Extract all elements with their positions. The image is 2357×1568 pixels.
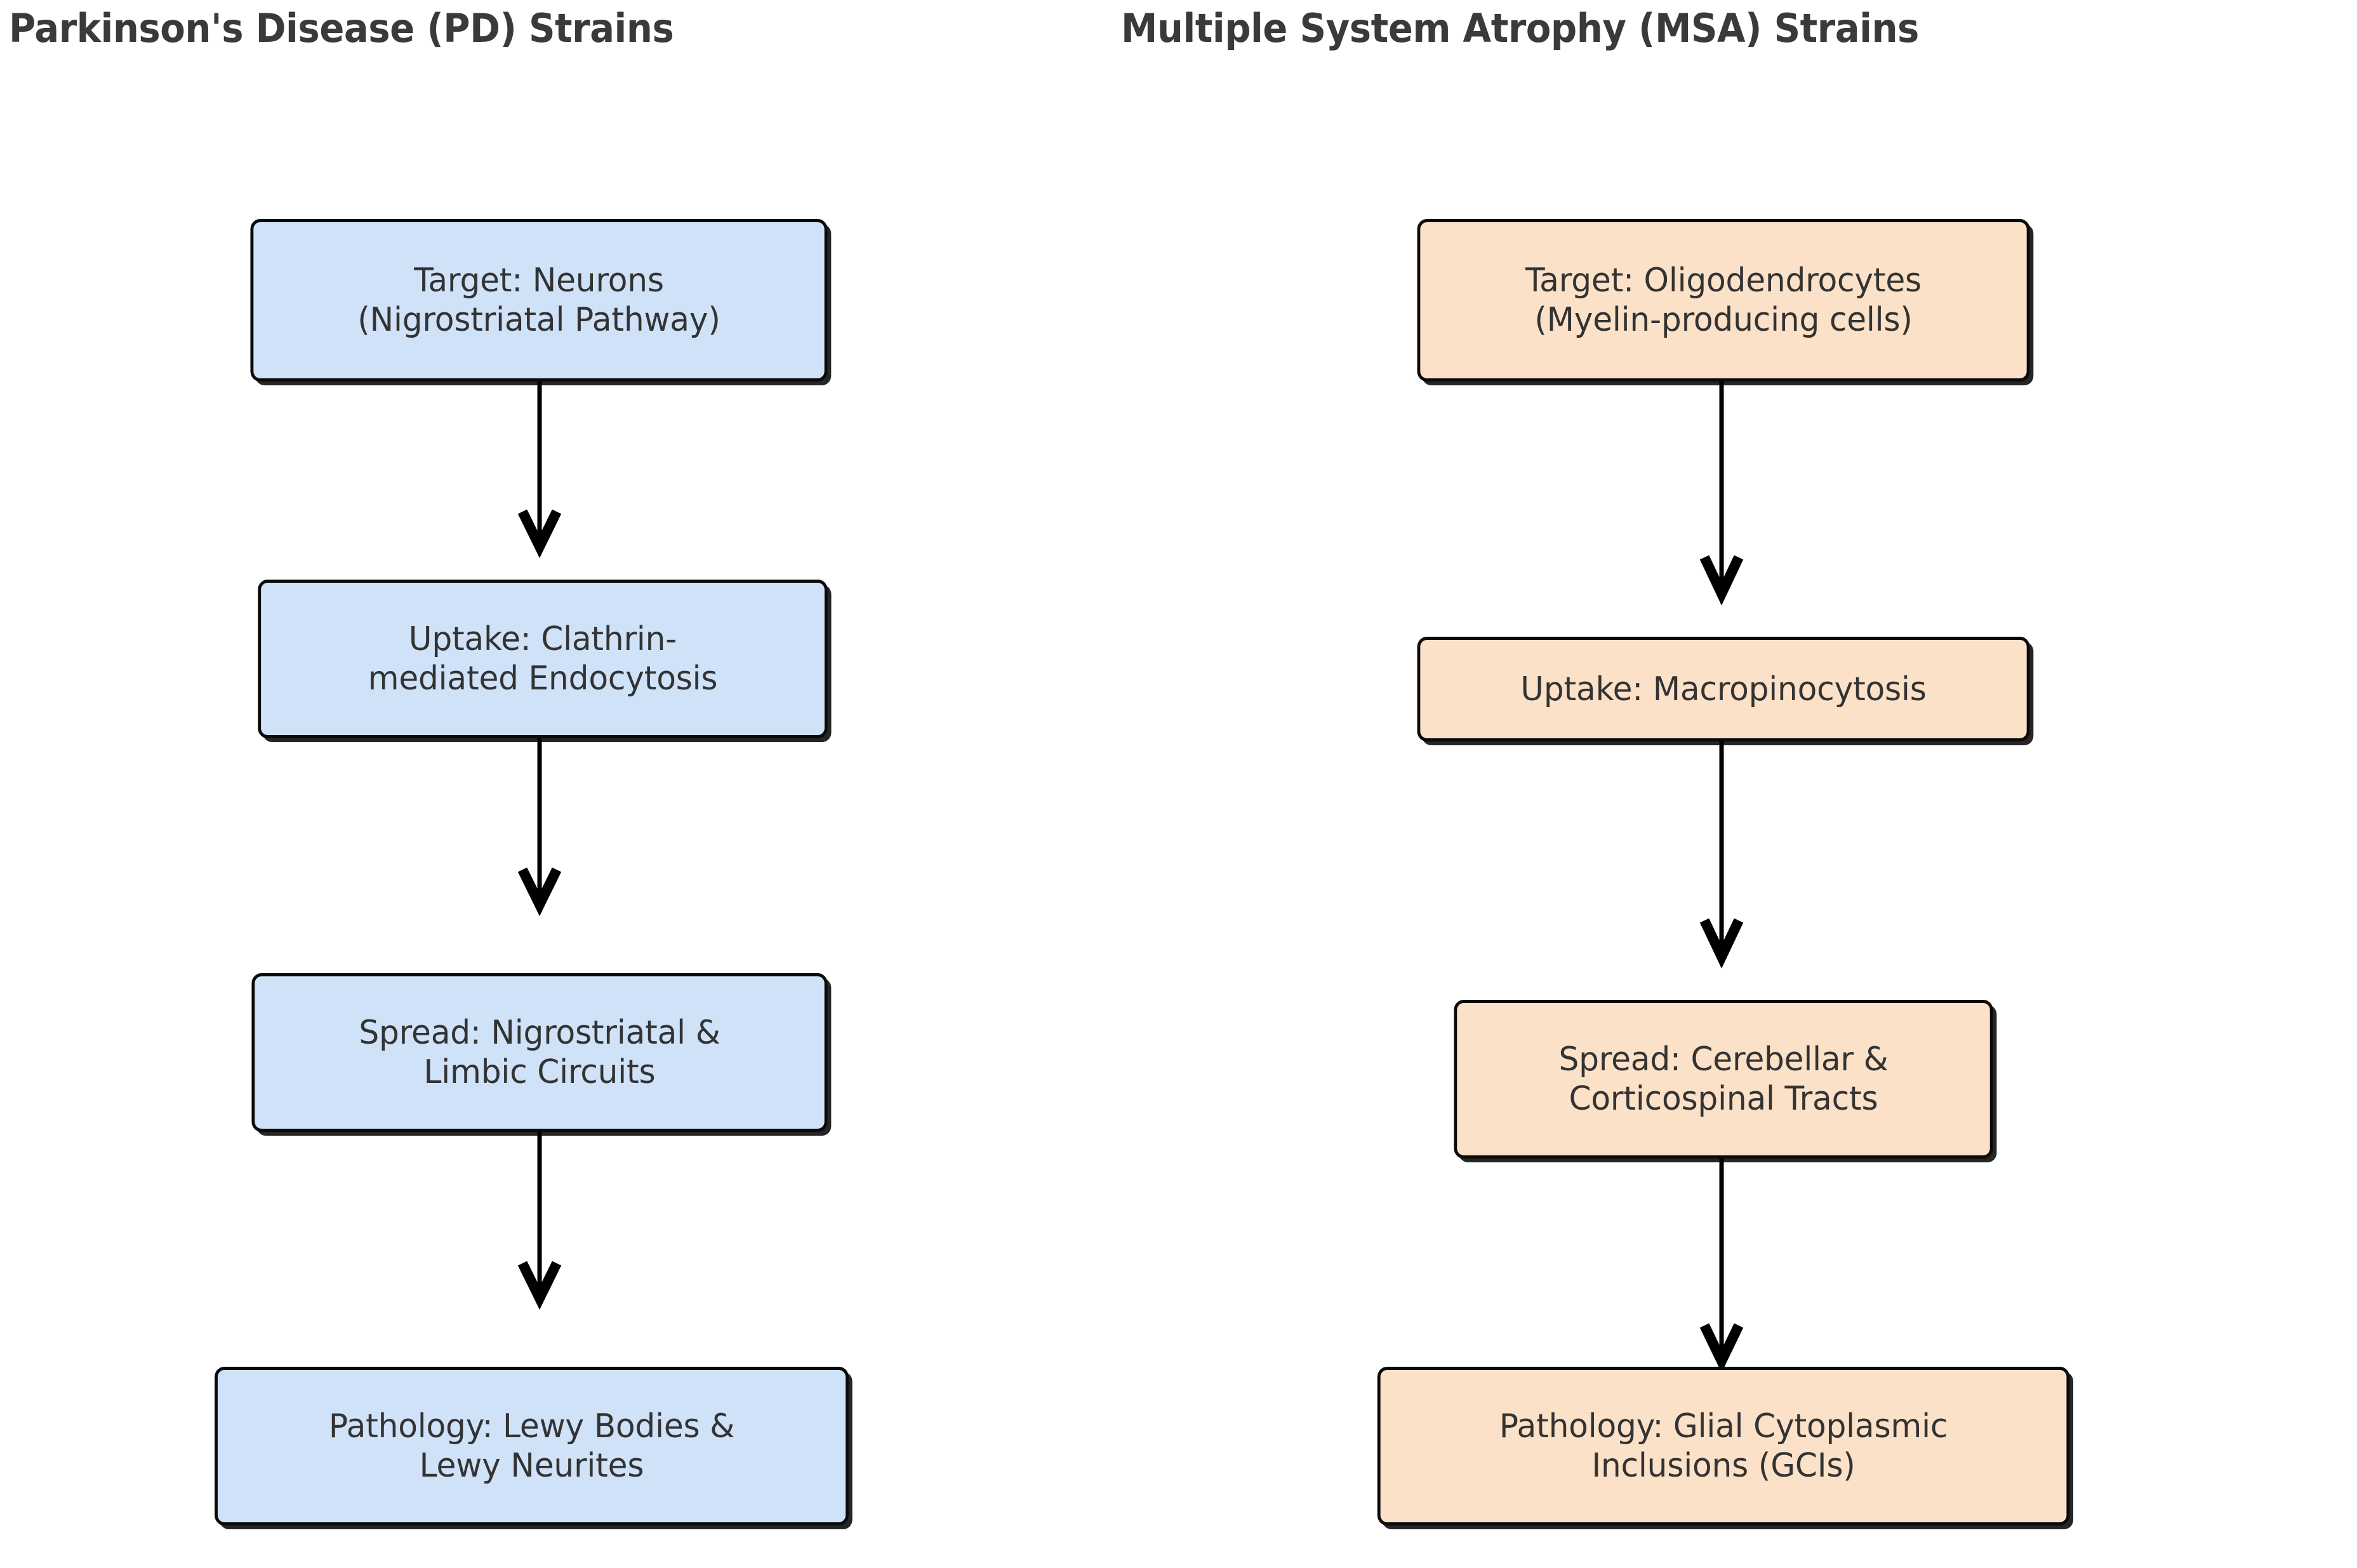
node-line: Inclusions (GCIs)	[1591, 1447, 1856, 1485]
node-line: Target: Neurons	[414, 262, 664, 300]
node-line: Spread: Nigrostriatal &	[359, 1014, 720, 1052]
node-line: mediated Endocytosis	[368, 660, 718, 698]
node-msa-target[interactable]: Target: Oligodendrocytes (Myelin-produci…	[1417, 219, 2030, 382]
node-msa-uptake-label: Uptake: Macropinocytosis	[1520, 670, 1927, 709]
node-line: Pathology: Lewy Bodies &	[328, 1407, 735, 1445]
arrow-pd-uptake-to-spread	[511, 738, 568, 917]
node-line: Spread: Cerebellar &	[1558, 1040, 1889, 1079]
page-title-msa: Multiple System Atrophy (MSA) Strains	[1121, 5, 1919, 51]
node-msa-spread-label: Spread: Cerebellar & Corticospinal Tract…	[1558, 1040, 1888, 1119]
node-pd-spread[interactable]: Spread: Nigrostriatal & Limbic Circuits	[251, 973, 828, 1132]
column-pd: Target: Neurons (Nigrostriatal Pathway) …	[32, 0, 1047, 1568]
node-line: (Myelin-producing cells)	[1534, 301, 1913, 339]
node-msa-uptake[interactable]: Uptake: Macropinocytosis	[1417, 637, 2030, 741]
arrow-msa-uptake-to-spread	[1693, 741, 1750, 969]
arrow-msa-target-to-uptake	[1693, 382, 1750, 606]
node-line: Pathology: Glial Cytoplasmic	[1499, 1407, 1948, 1445]
node-msa-pathology-label: Pathology: Glial Cytoplasmic Inclusions …	[1499, 1407, 1948, 1485]
node-pd-pathology[interactable]: Pathology: Lewy Bodies & Lewy Neurites	[215, 1367, 849, 1525]
node-msa-spread[interactable]: Spread: Cerebellar & Corticospinal Tract…	[1454, 1000, 1993, 1159]
node-line: Limbic Circuits	[423, 1053, 656, 1091]
node-pd-uptake-label: Uptake: Clathrin- mediated Endocytosis	[368, 620, 718, 698]
column-msa: Target: Oligodendrocytes (Myelin-produci…	[1212, 0, 2228, 1568]
arrow-msa-spread-to-pathology	[1693, 1159, 1750, 1373]
node-pd-target[interactable]: Target: Neurons (Nigrostriatal Pathway)	[250, 219, 828, 382]
page-title-pd: Parkinson's Disease (PD) Strains	[9, 5, 674, 51]
node-pd-spread-label: Spread: Nigrostriatal & Limbic Circuits	[359, 1013, 720, 1092]
node-line: Uptake: Macropinocytosis	[1520, 670, 1927, 708]
node-msa-pathology[interactable]: Pathology: Glial Cytoplasmic Inclusions …	[1377, 1367, 2070, 1525]
node-line: Lewy Neurites	[419, 1447, 644, 1485]
node-line: (Nigrostriatal Pathway)	[357, 301, 720, 339]
node-line: Uptake: Clathrin-	[408, 620, 677, 658]
node-pd-pathology-label: Pathology: Lewy Bodies & Lewy Neurites	[328, 1407, 735, 1485]
arrow-pd-target-to-uptake	[511, 382, 568, 559]
arrow-pd-spread-to-pathology	[511, 1132, 568, 1310]
node-pd-target-label: Target: Neurons (Nigrostriatal Pathway)	[357, 261, 720, 340]
node-msa-target-label: Target: Oligodendrocytes (Myelin-produci…	[1525, 261, 1922, 340]
node-line: Target: Oligodendrocytes	[1525, 262, 1922, 300]
node-line: Corticospinal Tracts	[1569, 1080, 1878, 1118]
node-pd-uptake[interactable]: Uptake: Clathrin- mediated Endocytosis	[258, 580, 828, 738]
